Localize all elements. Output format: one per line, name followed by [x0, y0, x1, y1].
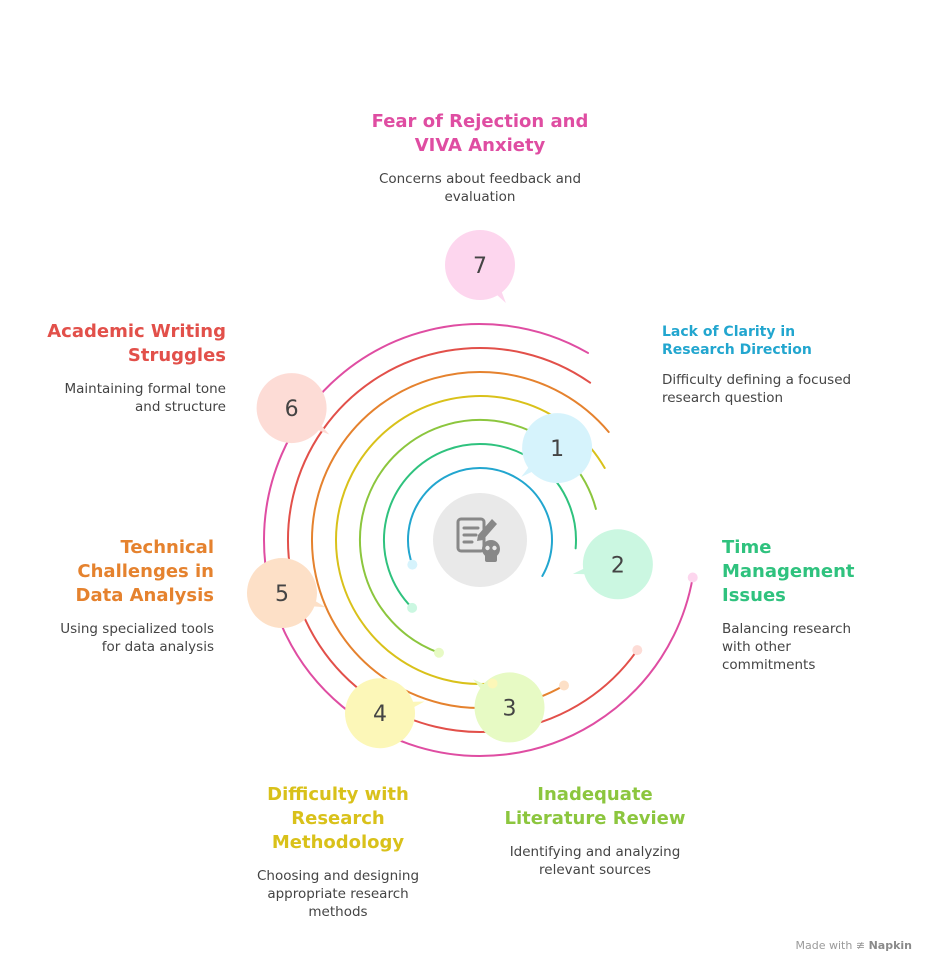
step-markers: 1 2 3 4 5 6 7	[246, 230, 698, 749]
step-title: Inadequate Literature Review	[504, 784, 686, 829]
ring-start-dot	[487, 678, 498, 689]
step-marker-2: 2	[407, 529, 653, 613]
step-title: Time Management Issues	[722, 537, 855, 606]
ring-1	[407, 467, 553, 577]
ring-start-dot	[407, 602, 418, 613]
ring-2	[383, 443, 577, 609]
step-number: 3	[503, 696, 517, 721]
step-marker-7: 7	[445, 230, 698, 583]
step-marker-1: 1	[407, 413, 593, 570]
marker-bubble	[256, 373, 327, 444]
step-title: Lack of Clarity in Research Direction	[662, 324, 812, 358]
step-title: Difficulty with Research Methodology	[267, 784, 409, 853]
document-skull-icon	[456, 517, 500, 562]
step-description: Difficulty defining a focused research q…	[662, 372, 852, 406]
step-number: 4	[373, 702, 387, 727]
marker-bubble	[345, 678, 415, 749]
step-title: Academic Writing Struggles	[47, 321, 226, 366]
step-marker-6: 6	[256, 373, 643, 656]
marker-bubble	[582, 529, 653, 600]
ring-start-dot	[407, 559, 418, 570]
step-number: 7	[473, 254, 487, 279]
ring-7	[263, 323, 694, 757]
marker-bubble	[445, 230, 515, 300]
step-number: 5	[275, 582, 289, 607]
marker-bubble	[246, 558, 317, 629]
step-marker-3: 3	[433, 647, 545, 743]
step-description: Identifying and analyzing relevant sourc…	[509, 844, 681, 878]
ring-5	[311, 371, 610, 709]
ring-start-dot	[687, 572, 698, 583]
footer-credit: Made with ≇ Napkin	[796, 939, 912, 952]
marker-bubble	[474, 672, 545, 743]
step-marker-4: 4	[345, 678, 498, 749]
brand-label: Napkin	[868, 939, 912, 952]
ring-start-dot	[632, 645, 643, 656]
ring-start-dot	[433, 647, 444, 658]
step-title: Fear of Rejection and VIVA Anxiety	[371, 111, 589, 156]
step-number: 1	[550, 437, 564, 462]
marker-bubble	[522, 413, 593, 484]
step-number: 2	[611, 553, 625, 578]
napkin-logo-icon: ≇	[855, 939, 866, 952]
step-number: 6	[285, 397, 299, 422]
step-title: Technical Challenges in Data Analysis	[75, 537, 215, 606]
ring-4	[335, 395, 606, 685]
step-marker-5: 5	[246, 558, 569, 691]
step-description: Choosing and designing appropriate resea…	[256, 868, 420, 920]
made-with-label: Made with	[795, 939, 853, 952]
ring-start-dot	[559, 680, 569, 691]
step-description: Balancing research with other commitment…	[722, 621, 852, 673]
step-description: Using specialized tools for data analysi…	[60, 621, 214, 655]
center-hub	[433, 493, 527, 587]
step-description: Concerns about feedback and evaluation	[378, 171, 582, 205]
step-description: Maintaining formal tone and structure	[64, 381, 226, 415]
